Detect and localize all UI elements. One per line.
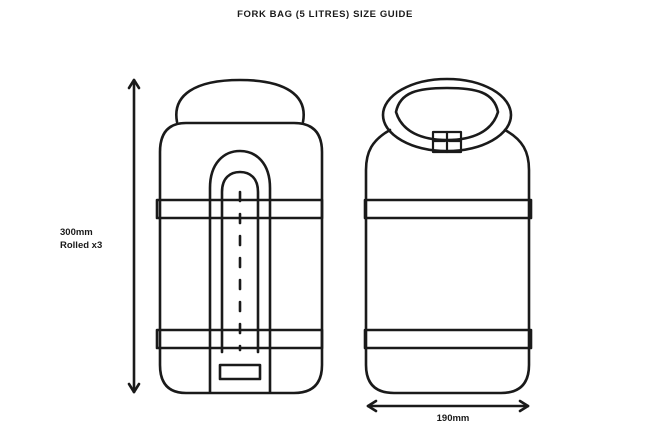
upper-strap: [155, 198, 324, 220]
height-arrow: [127, 78, 141, 394]
roll-top-lid: [175, 78, 305, 124]
lower-strap: [155, 328, 324, 350]
fork-bag-side-view: [363, 77, 533, 395]
height-dimension-label: 300mm Rolled x3: [60, 226, 120, 252]
rolled-top-inner: [394, 86, 500, 142]
bag-body: [158, 121, 324, 395]
center-panel-inner: [220, 170, 260, 354]
width-arrow: [366, 399, 530, 413]
fork-bag-front-view: [155, 78, 324, 395]
center-panel-outer: [208, 149, 272, 394]
height-value: 300mm: [60, 227, 93, 238]
page-title: FORK BAG (5 LITRES) SIZE GUIDE: [237, 9, 413, 20]
side-upper-strap: [363, 198, 533, 220]
buckle-icon: [431, 130, 463, 154]
width-dimension-label: 190mm: [436, 413, 470, 424]
height-note: Rolled x3: [60, 240, 103, 251]
side-bag-body: [364, 128, 531, 395]
side-lower-strap: [363, 328, 533, 350]
label-tab: [218, 363, 262, 381]
